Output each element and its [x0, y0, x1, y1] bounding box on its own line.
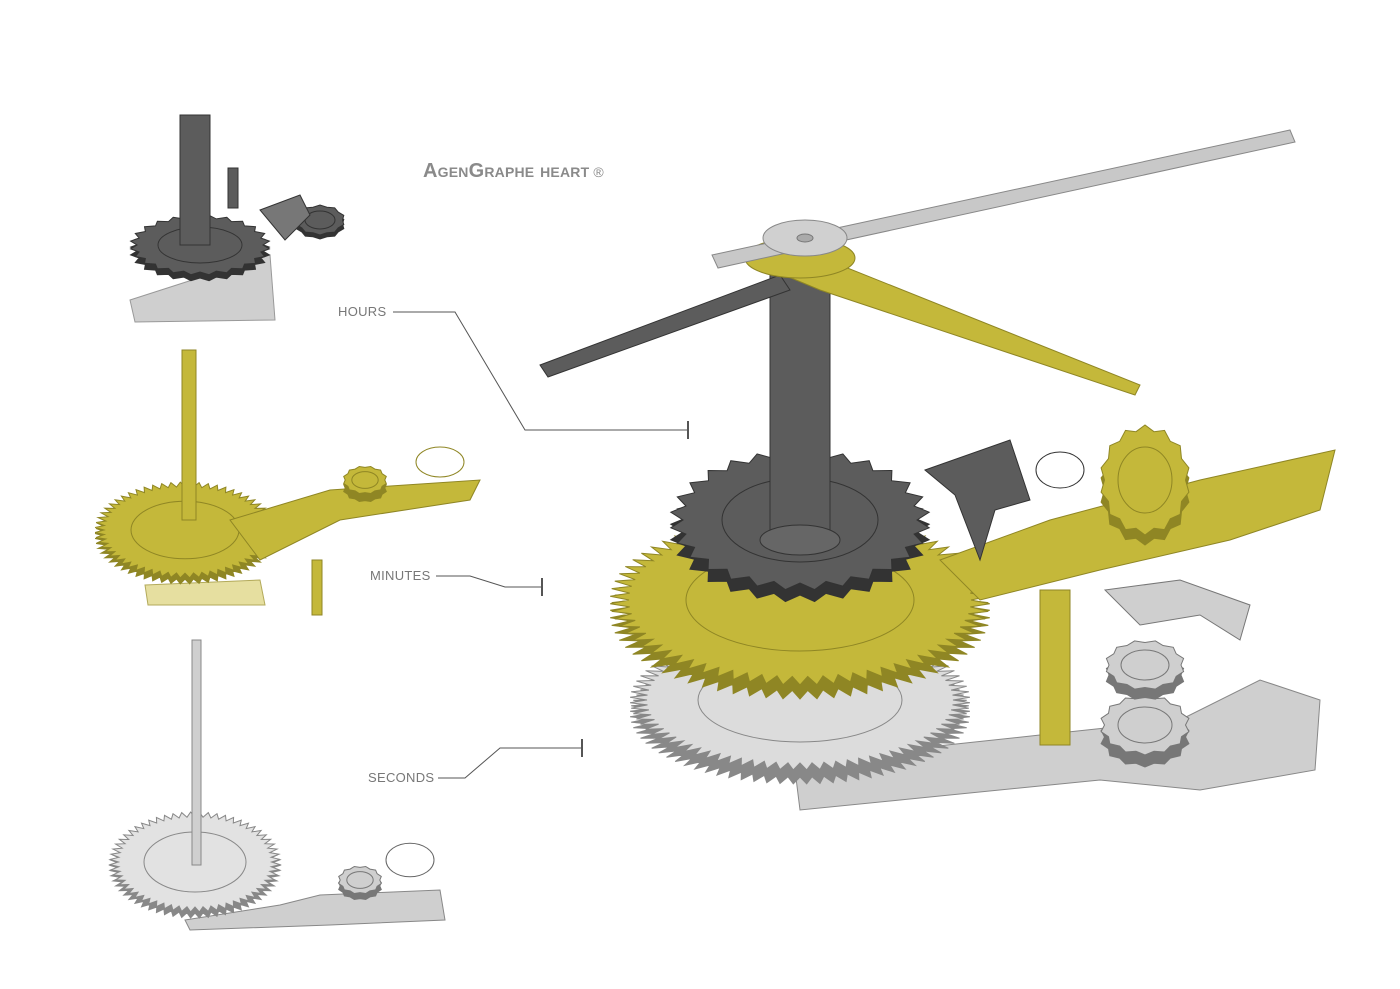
- small-seconds-bridge: [184, 889, 446, 931]
- large-seconds-pinion-upper: [1105, 640, 1185, 690]
- large-hours-pipe: [769, 249, 831, 541]
- small-seconds-pipe: [191, 639, 202, 866]
- hours-leader-line: [393, 311, 688, 431]
- minutes-leader-line: [436, 575, 542, 588]
- large-hours-lever: [924, 439, 1031, 562]
- large-minutes-pinion-inner: [1117, 446, 1173, 514]
- small-minutes-bridge: [229, 479, 481, 561]
- large-hours-hand: [539, 274, 791, 378]
- label-seconds: SECONDS: [368, 770, 435, 785]
- large-seconds-lever: [1103, 579, 1251, 641]
- small-minutes-plate: [144, 579, 266, 606]
- small-minutes-spring-inner: [415, 446, 465, 478]
- small-minutes-pipe: [181, 349, 197, 521]
- large-minutes-pinion: [1100, 424, 1190, 536]
- small-seconds-pinion: [338, 865, 382, 895]
- diagram-title: AgenGraphe heart®: [423, 160, 604, 183]
- small-seconds-pinion-inner: [346, 871, 374, 889]
- small-hours-pin: [227, 167, 239, 209]
- large-hours-cam-inner: [1035, 451, 1085, 489]
- small-hours-pipe: [179, 114, 211, 246]
- leader-lines: [393, 311, 689, 779]
- small-minutes-pinion: [343, 465, 387, 495]
- seconds-leader-line: [438, 747, 582, 779]
- small-seconds-spring-inner: [385, 842, 435, 878]
- title-text: AgenGraphe heart: [423, 160, 590, 182]
- large-minutes-post: [1039, 589, 1071, 746]
- small-hours-lever: [259, 194, 311, 241]
- label-hours: HOURS: [338, 304, 387, 319]
- registered-mark: ®: [593, 164, 604, 180]
- large-seconds-pinion-upper-inner: [1120, 649, 1170, 681]
- large-hands-arbor: [796, 233, 814, 243]
- small-minutes-gear: [94, 481, 276, 579]
- large-seconds-pinion-inner: [1117, 706, 1173, 744]
- large-seconds-hand: [711, 129, 1296, 269]
- large-seconds-pinion: [1100, 694, 1190, 756]
- label-minutes: MINUTES: [370, 568, 431, 583]
- small-minutes-pinion-inner: [351, 471, 379, 489]
- large-hours-pipe-base: [759, 524, 841, 556]
- small-minutes-post: [311, 559, 323, 616]
